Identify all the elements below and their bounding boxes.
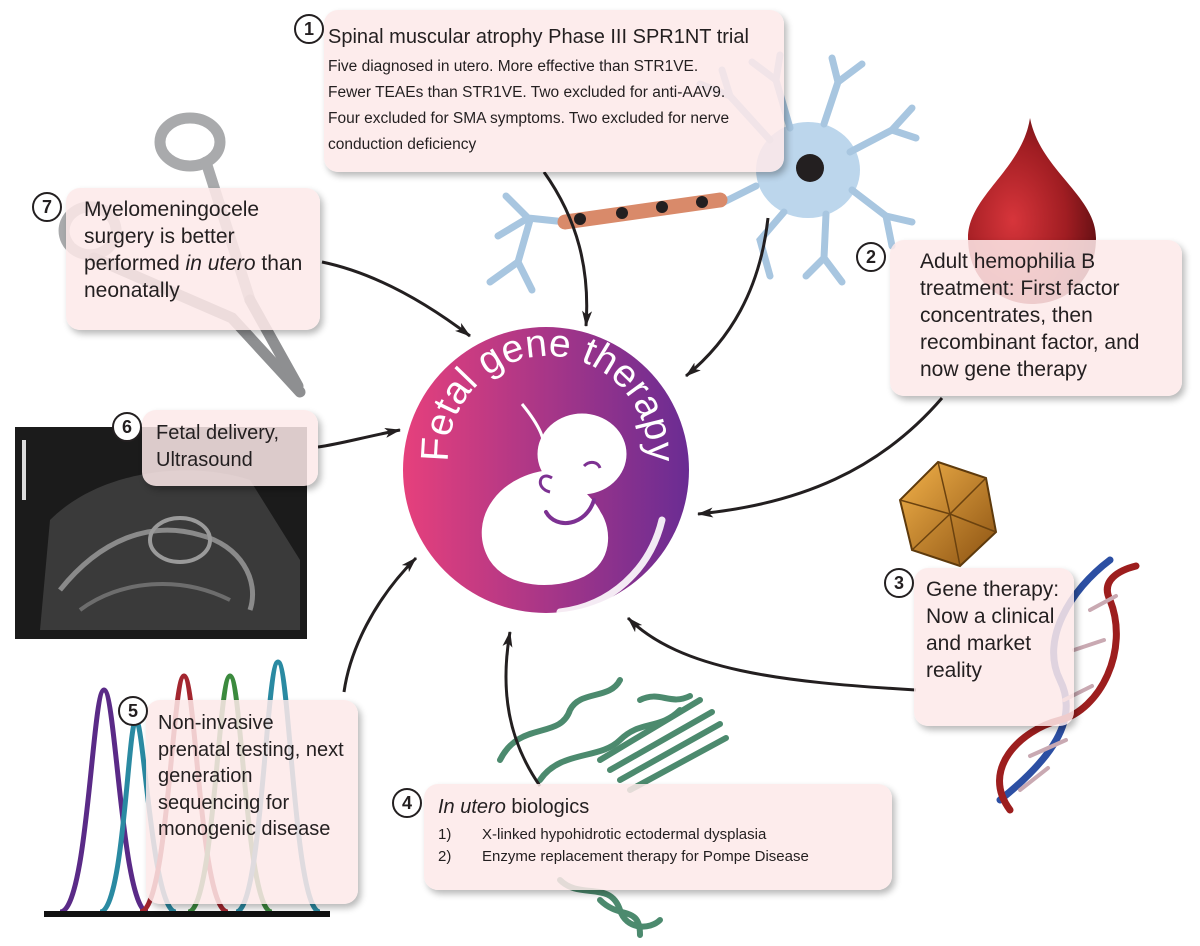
badge-7: 7 xyxy=(32,192,62,222)
arrow-from-4 xyxy=(502,631,542,787)
viral-capsid-illustration xyxy=(898,460,998,568)
box-4-list: 1)X-linked hypohidrotic ectodermal dyspl… xyxy=(438,824,892,868)
box-1-sma-trial: Spinal muscular atrophy Phase III SPR1NT… xyxy=(324,10,784,172)
badge-3: 3 xyxy=(884,568,914,598)
box-4-title-italic: In utero xyxy=(438,796,506,818)
box-1-title: Spinal muscular atrophy Phase III SPR1NT… xyxy=(328,26,749,48)
box-7-myelomeningocele: Myelomeningocele surgery is better perfo… xyxy=(66,188,320,330)
arrow-from-6 xyxy=(317,428,401,449)
box-4-title-rest: biologics xyxy=(505,796,590,818)
arrow-from-1a xyxy=(542,171,593,327)
box-6-fetal-delivery: Fetal delivery, Ultrasound xyxy=(142,410,318,486)
box-6-text: Fetal delivery, Ultrasound xyxy=(156,422,280,471)
arrow-from-3 xyxy=(626,616,917,692)
box-3-gene-therapy: Gene therapy: Now a clinical and market … xyxy=(914,568,1074,726)
badge-5: 5 xyxy=(118,696,148,726)
badge-2: 2 xyxy=(856,242,886,272)
arrows xyxy=(317,171,944,787)
box-4-item-2: 2)Enzyme replacement therapy for Pompe D… xyxy=(438,848,809,865)
box-2-hemophilia: Adult hemophilia B treatment: First fact… xyxy=(890,240,1182,396)
badge-1: 1 xyxy=(294,14,324,44)
box-1-line-4: conduction deficiency xyxy=(328,136,477,153)
arrow-from-7 xyxy=(321,260,471,338)
box-2-text: Adult hemophilia B treatment: First fact… xyxy=(920,250,1140,381)
box-7-text-after: than neonatally xyxy=(84,252,303,302)
box-5-nipt: Non-invasive prenatal testing, next gene… xyxy=(146,700,358,904)
badge-4: 4 xyxy=(392,788,422,818)
box-5-text: Non-invasive prenatal testing, next gene… xyxy=(158,712,344,840)
arrow-from-1b xyxy=(685,217,770,378)
arrow-from-2 xyxy=(697,397,944,518)
fetus-icon xyxy=(481,403,627,585)
neuron-illustration xyxy=(486,51,920,294)
box-1-line-2: Fewer TEAEs than STR1VE. Two excluded fo… xyxy=(328,84,726,101)
box-7-text-italic: in utero xyxy=(185,252,256,275)
arrow-from-5 xyxy=(342,556,418,693)
box-4-in-utero-biologics: In utero biologics 1)X-linked hypohidrot… xyxy=(424,784,892,890)
box-1-line-3: Four excluded for SMA symptoms. Two excl… xyxy=(328,110,730,127)
box-1-line-1: Five diagnosed in utero. More effective … xyxy=(328,58,699,75)
box-7-text-before: Myelomeningocele surgery is better perfo… xyxy=(84,198,260,275)
badge-6: 6 xyxy=(112,412,142,442)
box-4-item-1: 1)X-linked hypohidrotic ectodermal dyspl… xyxy=(438,826,767,843)
box-3-text: Gene therapy: Now a clinical and market … xyxy=(926,578,1060,682)
box-4-title: In utero biologics xyxy=(438,794,892,820)
